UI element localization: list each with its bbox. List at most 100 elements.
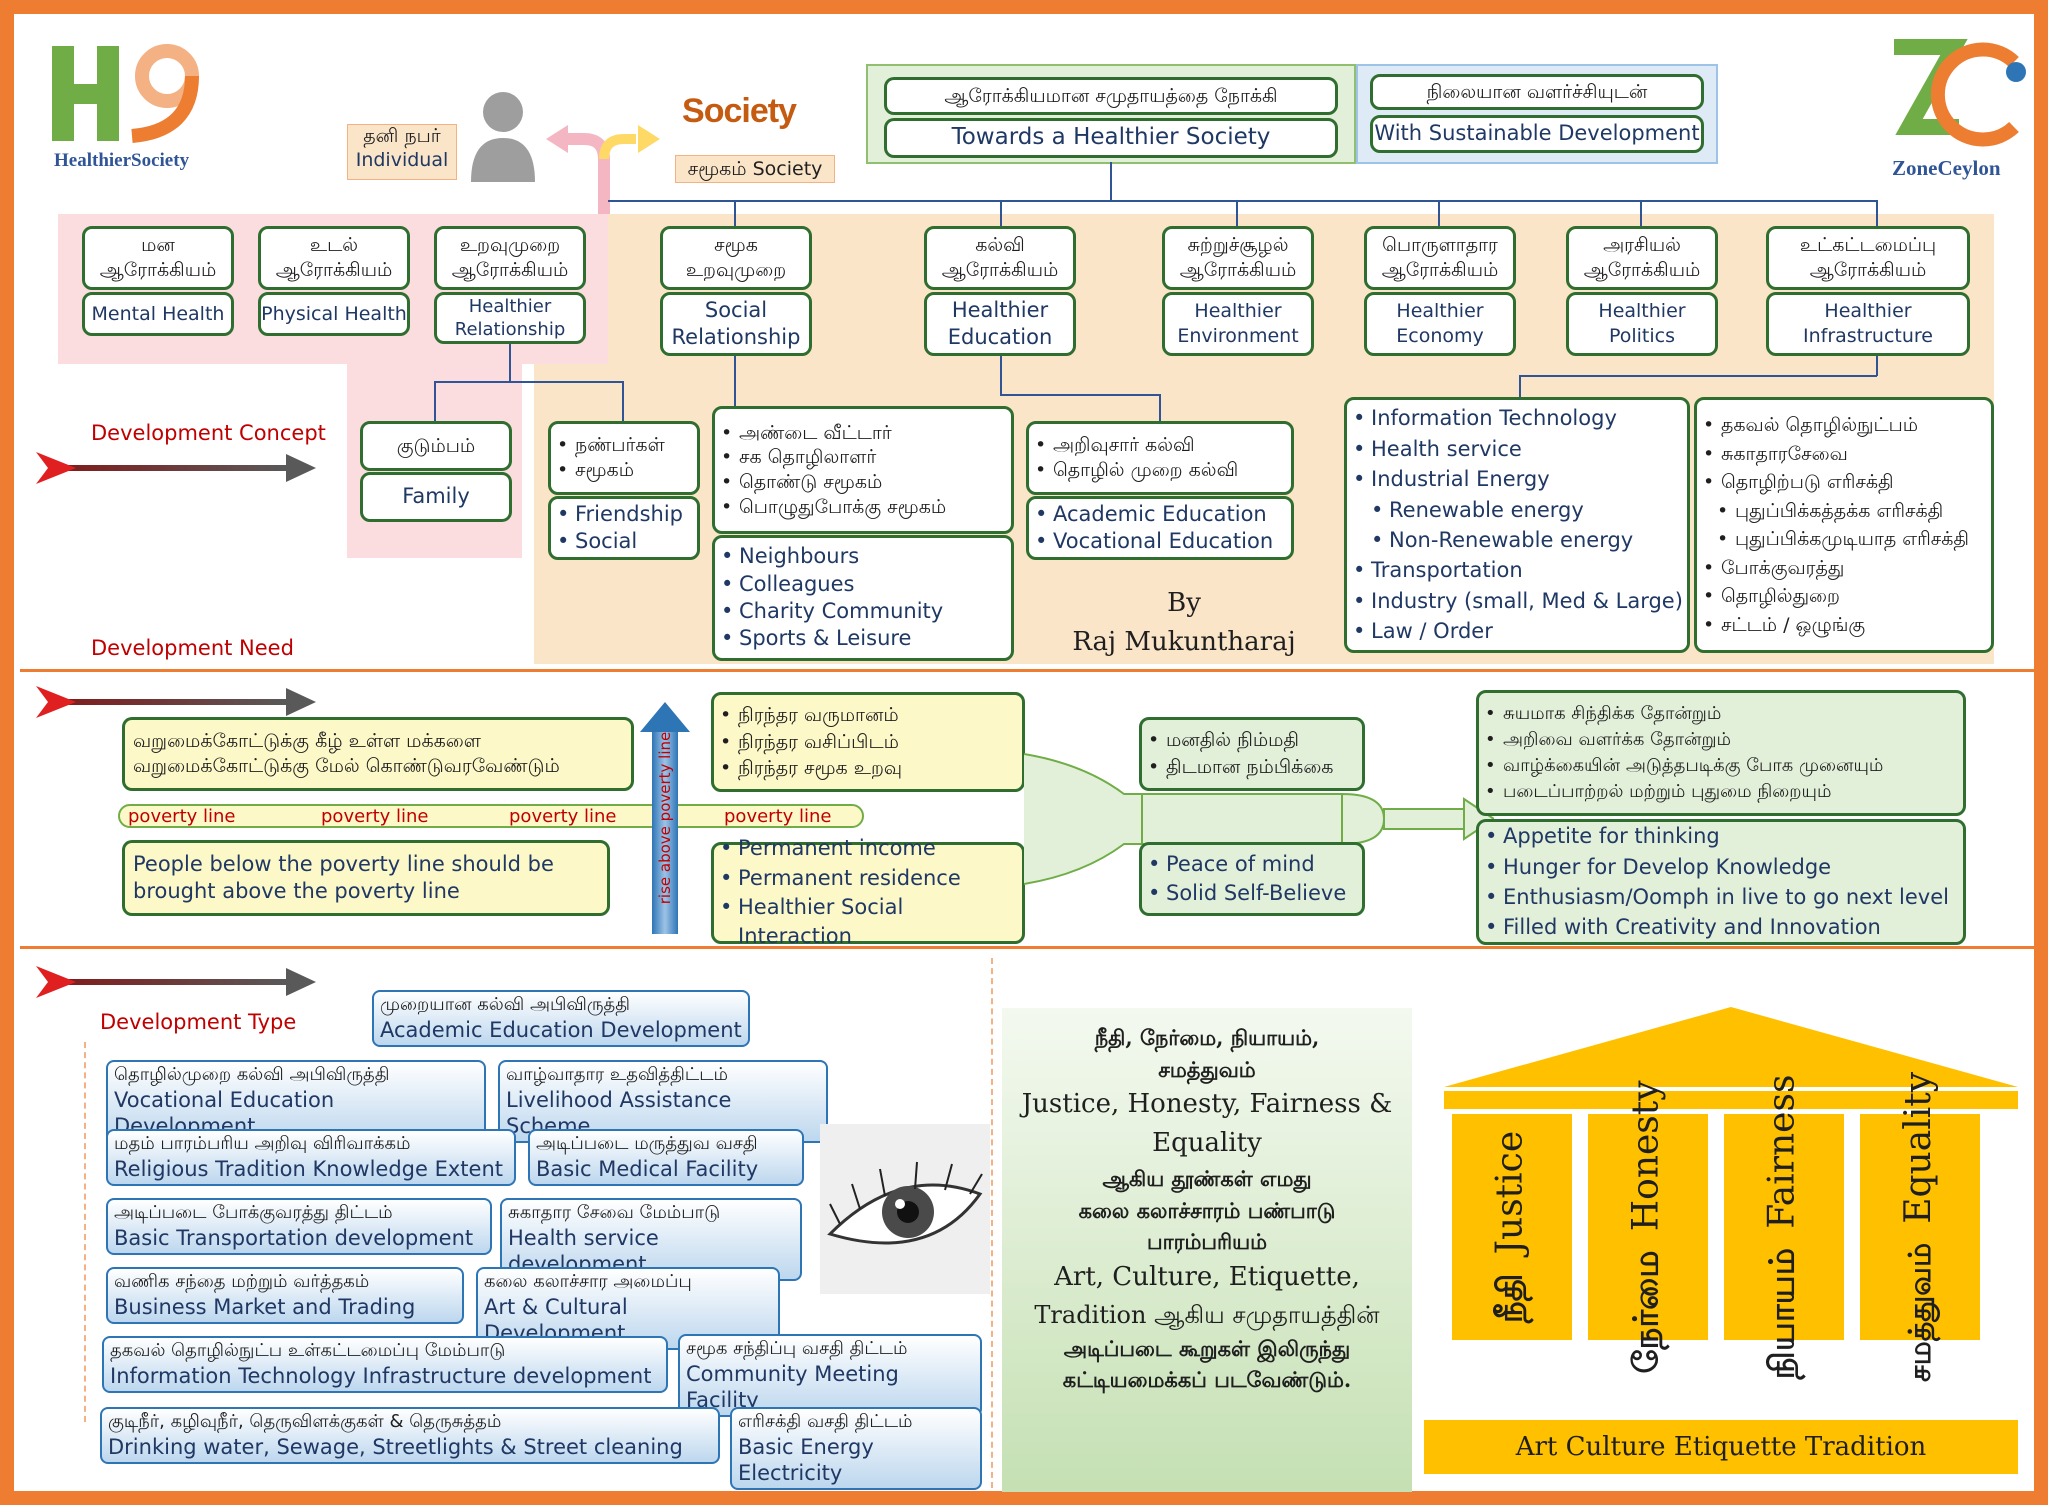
community-ta-list: அண்டை வீட்டார் சக தொழிலாளர் தொண்டு சமூகம… bbox=[715, 421, 946, 520]
infra-ta-list: தகவல் தொழில்நுட்பம் சுகாதாரசேவை தொழிற்பட… bbox=[1697, 411, 1969, 639]
dev-type-en: Basic Energy Electricity bbox=[738, 1434, 874, 1485]
family-en-box: Family bbox=[360, 472, 512, 522]
politics-ta: அரசியல் ஆரோக்கியம் bbox=[1583, 234, 1701, 281]
pillar-honesty: நேர்மை Honesty bbox=[1586, 1080, 1710, 1374]
dev-type-ta: மதம் பாரம்பரிய அறிவு விரிவாக்கம் bbox=[114, 1133, 411, 1154]
dev-type-ta: வாழ்வாதார உதவித்திட்டம் bbox=[506, 1064, 729, 1085]
family-ta-box: குடும்பம் bbox=[360, 421, 512, 471]
type-arrow-icon bbox=[36, 966, 316, 998]
pillar-en: Fairness bbox=[1761, 1074, 1803, 1229]
header-title-ta: ஆரோக்கியமான சமுதாயத்தை நோக்கி bbox=[884, 77, 1338, 115]
person-icon bbox=[471, 92, 535, 182]
infra-branch bbox=[1519, 375, 1877, 377]
infra-en-list: Information Technology Health service In… bbox=[1347, 403, 1683, 647]
infra-ta-item: தொழில்துறை bbox=[1697, 582, 1969, 611]
header-title-ta-text: ஆரோக்கியமான சமுதாயத்தை நோக்கி bbox=[944, 84, 1278, 107]
society-logo-text: Society bbox=[682, 92, 797, 130]
permanent-ta-item: நிரந்தர சமூக உறவு bbox=[714, 755, 902, 782]
dev-type-ta: தகவல் தொழில்நுட்ப உள்கட்டமைப்பு மேம்பாடு bbox=[110, 1340, 506, 1361]
infra-ta-item: தகவல் தொழில்நுட்பம் bbox=[1697, 411, 1969, 440]
dev-type-transport: அடிப்படை போக்குவரத்து திட்டம்Basic Trans… bbox=[106, 1198, 492, 1255]
community-ta-item: சக தொழிலாளர் bbox=[715, 445, 946, 470]
dev-type-en: Business Market and Trading bbox=[114, 1294, 416, 1319]
individual-ta: தனி நபர் bbox=[363, 125, 441, 147]
pillar-ta: நீதி bbox=[1490, 1273, 1531, 1324]
dev-type-ta: வணிக சந்தை மற்றும் வர்த்தகம் bbox=[114, 1271, 370, 1292]
infra-en-item: Industry (small, Med & Large) bbox=[1347, 586, 1683, 617]
divider-1 bbox=[20, 669, 2040, 672]
peace-ta-item: மனதில் நிம்மதி bbox=[1142, 727, 1333, 754]
poverty-line-label-4: poverty line bbox=[724, 806, 832, 827]
branch-social bbox=[734, 200, 736, 226]
header-stem bbox=[1110, 162, 1112, 202]
dev-type-ta: சுகாதார சேவை மேம்பாடு bbox=[508, 1202, 721, 1223]
environment-ta: சுற்றுச்சூழல் ஆரோக்கியம் bbox=[1179, 234, 1297, 281]
pillar-ta: சமத்துவம் bbox=[1903, 1242, 1938, 1383]
education-ta-box: அறிவுசார் கல்வி தொழில் முறை கல்வி bbox=[1026, 421, 1294, 495]
branch-env bbox=[1236, 200, 1238, 226]
friends-en-item: Friendship bbox=[551, 501, 683, 529]
community-ta-item: பொழுதுபோக்கு சமூகம் bbox=[715, 495, 946, 520]
friends-ta-item: நண்பர்கள் bbox=[551, 433, 665, 458]
values-line: ஆகிய தூண்கள் எமது bbox=[1102, 1166, 1312, 1191]
rise-arrow-icon bbox=[640, 702, 690, 934]
outcome-en-box: Appetite for thinking Hunger for Develop… bbox=[1476, 819, 1966, 945]
dev-type-ta: அடிப்படை போக்குவரத்து திட்டம் bbox=[114, 1202, 393, 1223]
branch-edu bbox=[1000, 200, 1002, 226]
branch-infra bbox=[1876, 200, 1878, 226]
outcome-en-item: Filled with Creativity and Innovation bbox=[1479, 912, 1949, 943]
permanent-ta-item: நிரந்தர வருமானம் bbox=[714, 702, 902, 729]
dev-type-en: Academic Education Development bbox=[380, 1017, 742, 1042]
dev-type-it: தகவல் தொழில்நுட்ப உள்கட்டமைப்பு மேம்பாடு… bbox=[102, 1336, 668, 1393]
infra-ta-item: புதுப்பிக்கமுடியாத எரிசக்தி bbox=[1711, 525, 1969, 554]
pillar-en: Honesty bbox=[1625, 1080, 1667, 1232]
peace-ta-item: திடமான நம்பிக்கை bbox=[1142, 754, 1333, 781]
dev-type-en: Information Technology Infrastructure de… bbox=[110, 1363, 652, 1388]
community-en-item: Sports & Leisure bbox=[715, 625, 943, 653]
community-en-item: Charity Community bbox=[715, 598, 943, 626]
infra-en-box: Information Technology Health service In… bbox=[1344, 397, 1690, 653]
branch-pol bbox=[1640, 200, 1642, 226]
dev-type-en: Community Meeting Facility bbox=[686, 1361, 899, 1412]
infra-en-item: Industrial Energy bbox=[1347, 464, 1683, 495]
header-title-en-text: Towards a Healthier Society bbox=[951, 124, 1271, 151]
peace-en-box: Peace of mind Solid Self-Believe bbox=[1139, 842, 1365, 916]
edu-drop bbox=[1159, 394, 1161, 424]
header-sub-ta-text: நிலையான வளர்ச்சியுடன் bbox=[1426, 80, 1648, 103]
zoneceylon-logo: ZoneCeylon bbox=[1884, 32, 2034, 192]
values-line: Art, Culture, Etiquette, bbox=[1054, 1261, 1360, 1292]
temple-base: Art Culture Etiquette Tradition bbox=[1424, 1420, 2018, 1474]
infra-en-item: Renewable energy bbox=[1365, 495, 1683, 526]
dev-type-ta: குடிநீர், கழிவுநீர், தெருவிளக்குகள் & தெ… bbox=[108, 1411, 502, 1432]
infra-en-item: Transportation bbox=[1347, 555, 1683, 586]
zc-logo-icon bbox=[1894, 39, 2026, 147]
outcome-en-item: Appetite for thinking bbox=[1479, 821, 1949, 852]
education-en-box: Academic Education Vocational Education bbox=[1026, 496, 1294, 560]
infra-ta-item: சட்டம் / ஒழுங்கு bbox=[1697, 611, 1969, 640]
dev-type-academic: முறையான கல்வி அபிவிருத்திAcademic Educat… bbox=[372, 990, 750, 1047]
rel-branch bbox=[434, 381, 624, 383]
friends-en-item: Social bbox=[551, 528, 683, 556]
outcome-ta-item: அறிவை வளர்க்க தோன்றும் bbox=[1479, 727, 1883, 753]
community-ta-item: தொண்டு சமூகம் bbox=[715, 470, 946, 495]
family-en: Family bbox=[402, 484, 470, 509]
education-ta-item: அறிவுசார் கல்வி bbox=[1029, 433, 1238, 458]
dev-type-ta: தொழில்முறை கல்வி அபிவிருத்தி bbox=[114, 1064, 390, 1085]
zc-logo-text: ZoneCeylon bbox=[1892, 156, 2001, 180]
concept-arrow-icon bbox=[36, 452, 316, 484]
relationship-en: Healthier Relationship bbox=[454, 295, 566, 340]
outcome-ta-box: சுயமாக சிந்திக்க தோன்றும் அறிவை வளர்க்க … bbox=[1476, 690, 1966, 816]
peace-en-list: Peace of mind Solid Self-Believe bbox=[1142, 850, 1346, 909]
economy-ta: பொருளாதார ஆரோக்கியம் bbox=[1381, 234, 1499, 281]
community-en-item: Neighbours bbox=[715, 543, 943, 571]
politics-en: Healthier Politics bbox=[1598, 300, 1686, 347]
temple-base-text: Art Culture Etiquette Tradition bbox=[1515, 1432, 1927, 1462]
flow-funnel-icon bbox=[1024, 753, 1494, 885]
friends-en-list: Friendship Social bbox=[551, 501, 683, 556]
permanent-en-item: Permanent residence bbox=[714, 864, 1022, 894]
infrastructure-ta: உட்கட்டமைப்பு ஆரோக்கியம் bbox=[1799, 234, 1937, 281]
edu-stem bbox=[1000, 356, 1002, 394]
society-label: சமூகம் Society bbox=[675, 155, 835, 183]
education-ta-item: தொழில் முறை கல்வி bbox=[1029, 458, 1238, 483]
